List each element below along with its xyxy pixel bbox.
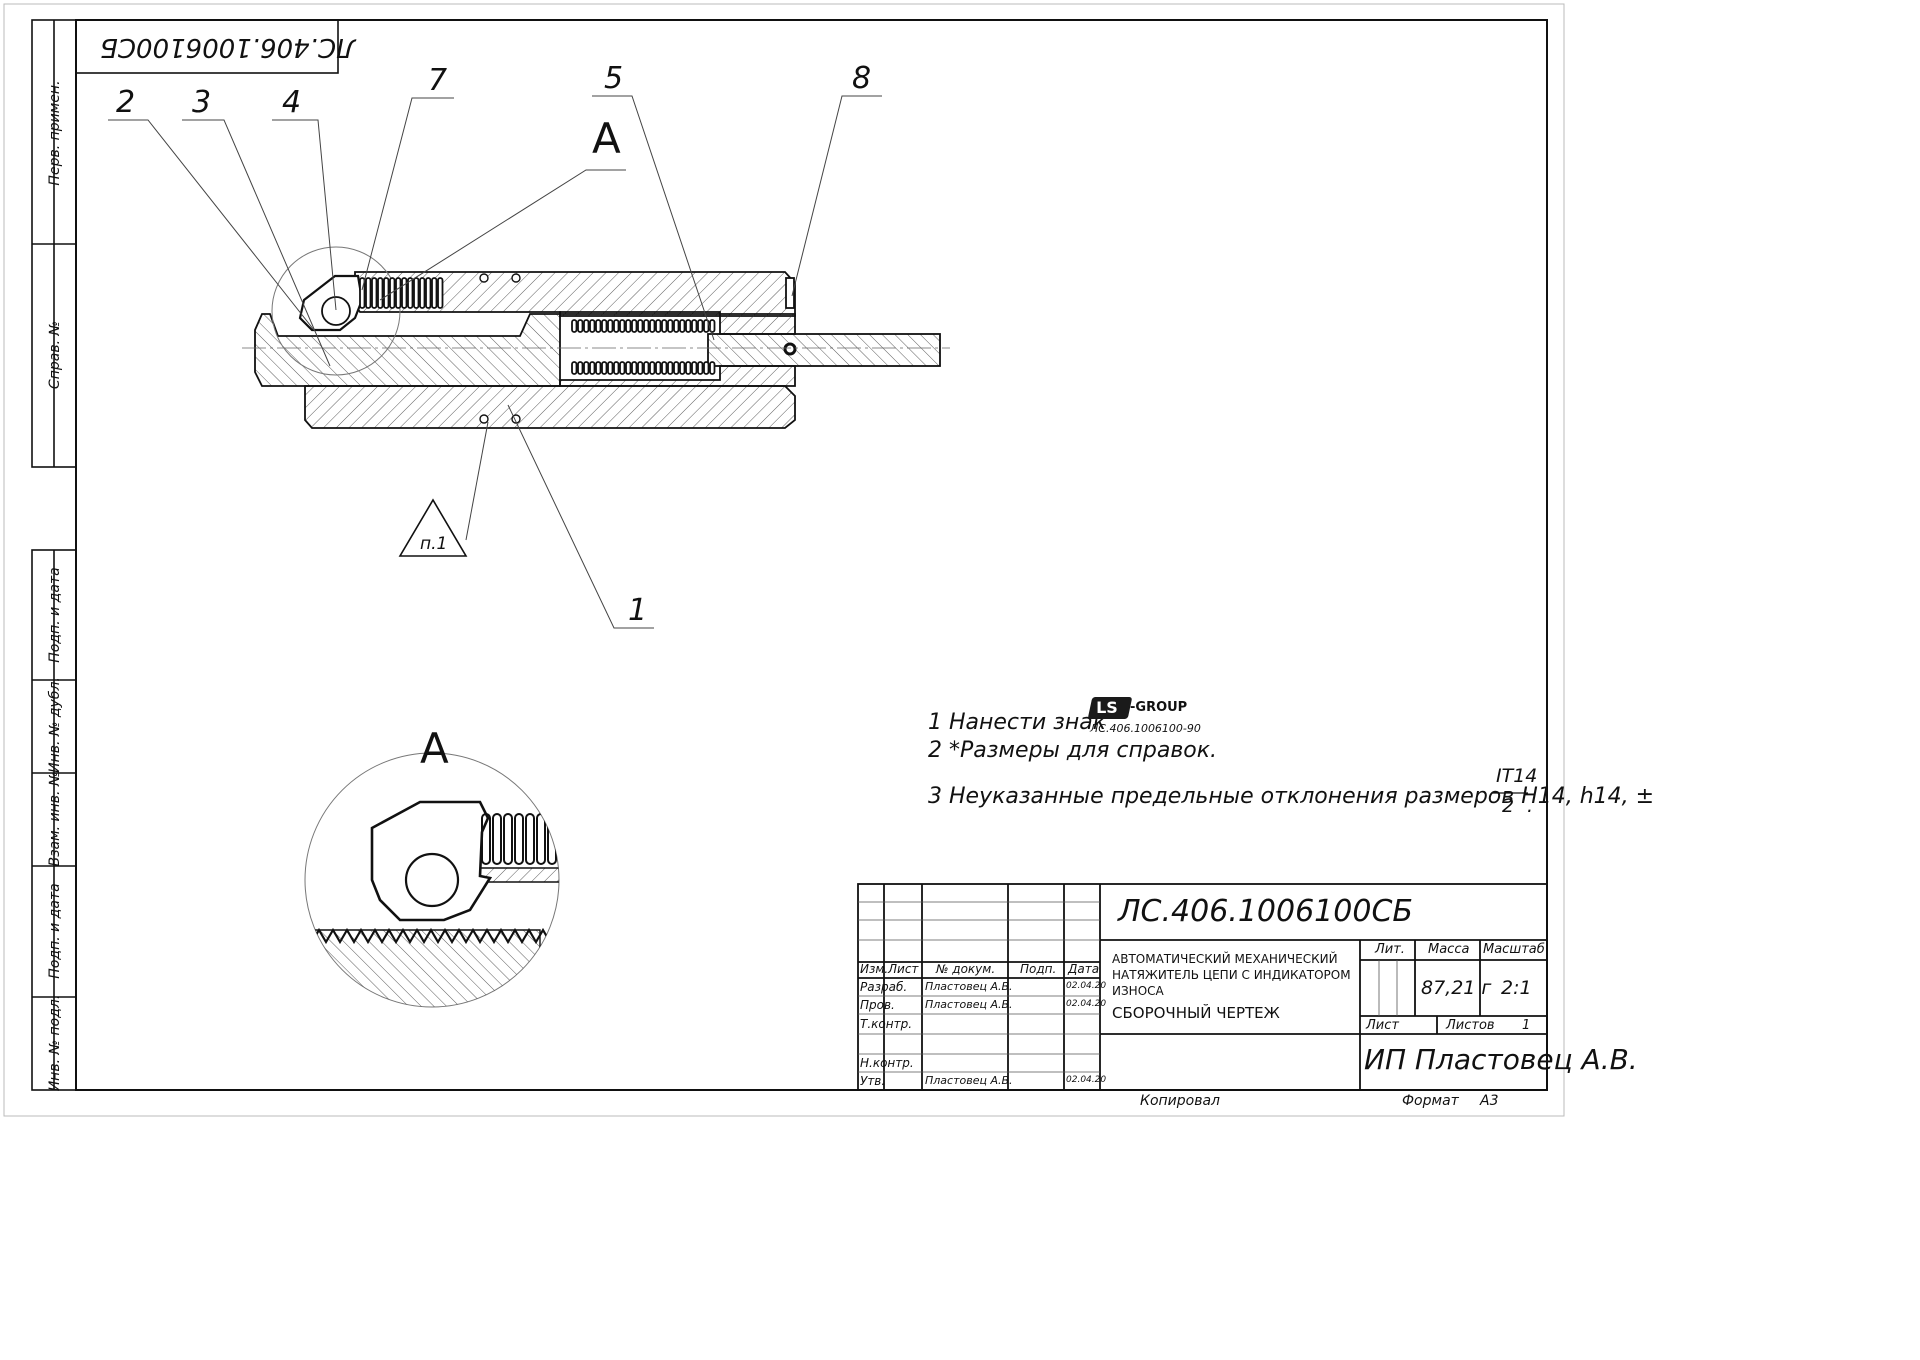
detail-spring-coil [558,813,559,865]
note-3-frac-num: IT14 [1496,765,1538,787]
role-razrab: Разраб. [860,980,908,994]
detail-a-marker [271,246,401,376]
rod-stop [785,277,795,309]
note-3-frac-den: 2 [1502,795,1515,817]
mirrored-stamp-box [75,19,339,74]
callout-8: 8 [852,61,872,96]
pawl-pin [321,296,351,326]
date-prov: 02.04.20 [1066,999,1107,1009]
detail-view-a [304,752,560,1008]
detail-spring-coil [514,813,524,865]
callout-4: 4 [282,85,302,120]
detail-spring-coil [492,813,502,865]
title-block-thin-rows [858,901,1398,1073]
footer-format-label: Формат [1402,1093,1459,1109]
outer-border [3,3,1565,1117]
hdr-doc: № докум. [936,962,996,976]
rod-pin [783,342,797,356]
title-name-line1: АВТОМАТИЧЕСКИЙ МЕХАНИЧЕСКИЙ [1112,952,1338,966]
role-prov: Пров. [860,998,895,1012]
pawl-spring [359,277,444,309]
callout-3: 3 [192,85,212,120]
note-triangle [398,498,468,557]
detail-spring-coil [503,813,513,865]
person-utv: Пластовец А.В. [925,1074,1013,1087]
hdr-sign: Подп. [1020,962,1057,976]
plunger-rack [254,313,561,387]
note-2: 2 *Размеры для справок. [928,738,1218,763]
detail-spring-coil [525,813,535,865]
date-razrab: 02.04.20 [1066,981,1107,991]
sheets-value: 1 [1522,1018,1531,1033]
callout-5: 5 [604,61,624,96]
note-1: 1 Нанести знак [928,710,1106,735]
side-strip [31,19,77,1091]
side-label-perv-primen: Перв. примен. [47,80,63,186]
title-doc-type: СБОРОЧНЫЙ ЧЕРТЕЖ [1112,1004,1280,1022]
logo-group-text: -GROUP [1130,700,1188,715]
assembly-section [242,246,950,429]
note-3-frac-end: . [1527,795,1534,817]
springs [359,277,716,375]
housing-lower-wall [304,385,796,429]
detail-a-label: А [420,724,449,773]
role-utv: Утв. [860,1074,886,1088]
mirrored-stamp-code: ЛС.406.1006100СБ [100,32,356,62]
sheets-label: Листов [1446,1018,1495,1033]
mass-value: 87,21 г [1421,977,1492,999]
logo-code: ЛС.406.1006100-90 [1090,722,1201,735]
leader-lines [108,95,882,629]
triangle-note-label: п.1 [420,534,448,554]
mass-label: Масса [1428,942,1470,957]
lit-label: Лит. [1375,942,1405,957]
title-block-grid [857,883,1548,1091]
role-tkontr: Т.контр. [860,1017,913,1031]
footer-copied: Копировал [1140,1093,1220,1109]
callout-1: 1 [628,593,648,628]
scale-value: 2:1 [1501,977,1532,999]
detail-spring-coil [481,813,491,865]
side-label-sprav-no: Справ. № [47,320,63,390]
drawing-frame [75,19,1548,1091]
hdr-izm: Изм. [860,962,889,976]
title-name-line3: ИЗНОСА [1112,984,1164,998]
lower-indicator-spring [571,361,716,375]
ls-group-logo: LS [1087,697,1133,719]
sheet-label: Лист [1366,1018,1399,1033]
detail-rack-teeth [305,927,551,945]
callout-view-a: А [592,114,621,163]
callout-2: 2 [116,85,136,120]
scale-label: Масштаб [1483,942,1545,957]
title-doc-code: ЛС.406.1006100СБ [1118,894,1413,929]
footer-format-value: А3 [1480,1093,1499,1109]
note-3: 3 Неуказанные предельные отклонения разм… [928,784,1655,809]
side-label-inv-podl: Инв. № подл. [47,994,63,1092]
role-nkontr: Н.контр. [860,1056,914,1070]
person-prov: Пластовец А.В. [925,998,1013,1011]
person-razrab: Пластовец А.В. [925,980,1013,993]
title-name-line2: НАТЯЖИТЕЛЬ ЦЕПИ С ИНДИКАТОРОМ [1112,968,1351,982]
callout-7: 7 [428,63,448,98]
hdr-date: Дата [1068,962,1100,976]
upper-indicator-spring [571,319,716,333]
indicator-rod [707,333,941,367]
hdr-list: Лист [888,962,919,976]
date-utv: 02.04.20 [1066,1075,1107,1085]
drawing-sheet [3,3,1565,1117]
organization: ИП Пластовец А.В. [1364,1043,1638,1076]
